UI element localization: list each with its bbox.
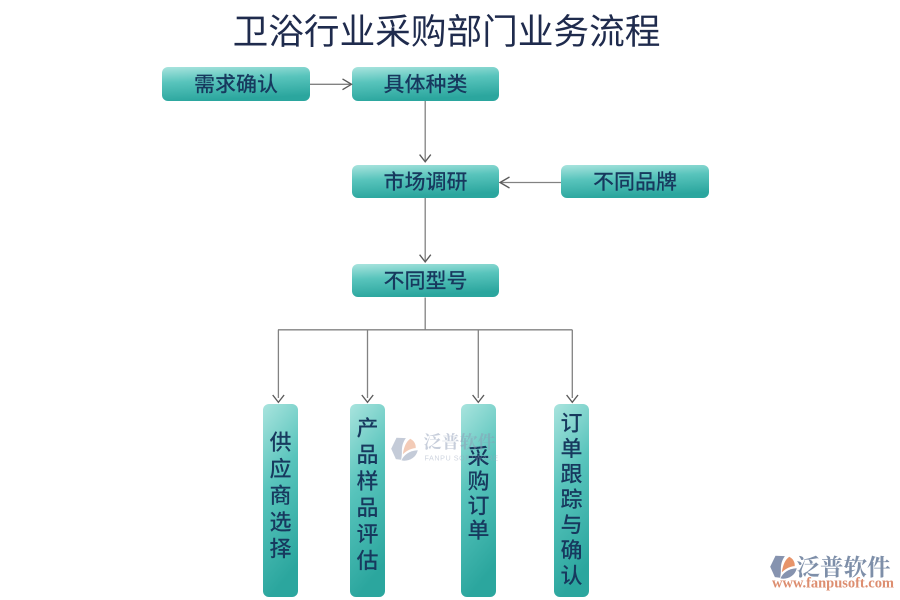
svg-text:www.fanpusoft.com: www.fanpusoft.com: [772, 576, 894, 592]
svg-text:FANPU SOFTWARE: FANPU SOFTWARE: [425, 454, 499, 463]
